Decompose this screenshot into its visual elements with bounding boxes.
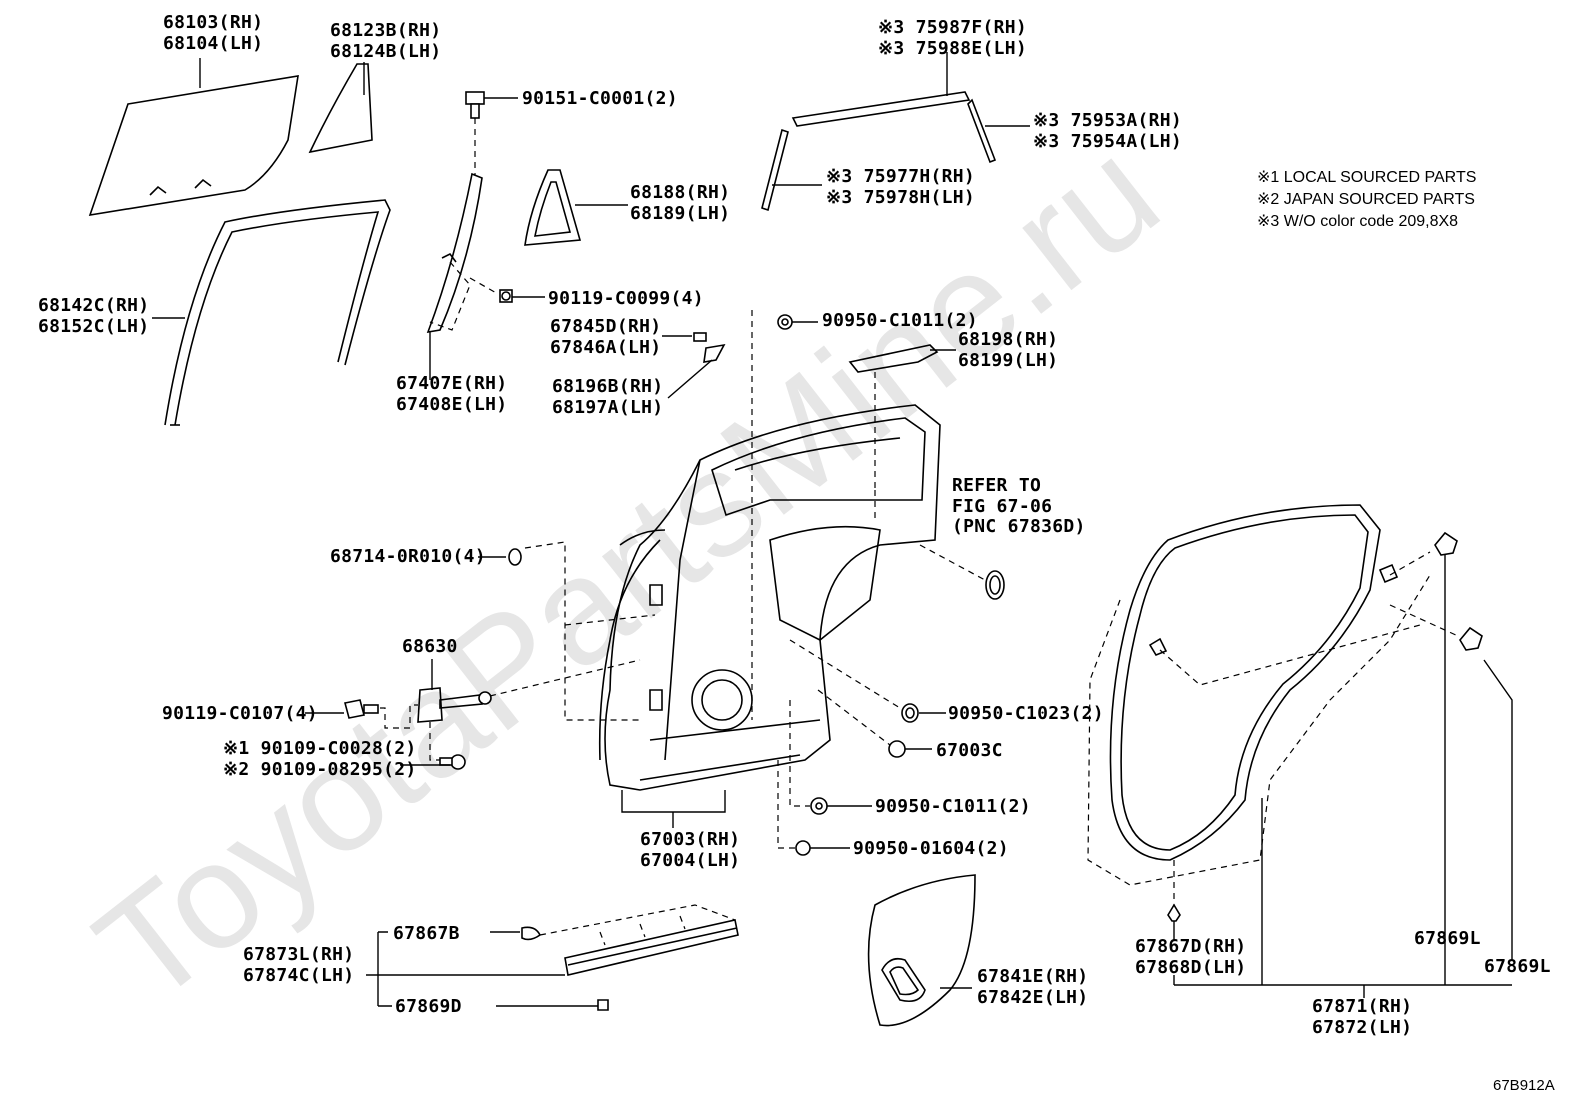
label-68198-lh: 68199(LH): [958, 350, 1058, 371]
label-67867d-lh: 67868D(LH): [1135, 957, 1246, 978]
bolt-90109-drawing: [439, 754, 466, 770]
label-68630: 68630: [402, 636, 458, 657]
label-75977-lh: ※3 75978H(LH): [826, 187, 975, 208]
label-67867b: 67867B: [393, 923, 460, 944]
label-67845-rh: 67845D(RH): [550, 316, 661, 337]
label-90109-local: ※1 90109-C0028(2): [223, 738, 417, 759]
plug-90950-01604-drawing: [795, 840, 811, 856]
grommet-upper-drawing: [777, 314, 793, 330]
label-75953-lh: ※3 75954A(LH): [1033, 131, 1182, 152]
label-67003c: 67003C: [936, 740, 1003, 761]
label-67407-lh: 67408E(LH): [396, 394, 507, 415]
label-68196-rh: 68196B(RH): [552, 376, 663, 397]
label-68142-lh: 68152C(LH): [38, 316, 149, 337]
label-90950-01604: 90950-01604(2): [853, 838, 1009, 859]
label-75987-rh: ※3 75987F(RH): [878, 17, 1027, 38]
label-75977-rh: ※3 75977H(RH): [826, 166, 975, 187]
label-90119-c0099: 90119-C0099(4): [548, 288, 704, 309]
label-67869l-a: 67869L: [1414, 928, 1481, 949]
label-67845-lh: 67846A(LH): [550, 337, 661, 358]
division-bar-drawing: [426, 172, 483, 334]
label-90119-c0107: 90119-C0107(4): [162, 703, 318, 724]
label-67841-rh: 67841E(RH): [977, 966, 1088, 987]
quarter-glass-seal-drawing: [524, 169, 582, 246]
label-67873-rh: 67873L(RH): [243, 944, 354, 965]
label-90151: 90151-C0001(2): [522, 88, 678, 109]
label-68103-lh: 68104(LH): [163, 33, 263, 54]
label-90950-c1023: 90950-C1023(2): [948, 703, 1104, 724]
weatherstrip-drawing: [1109, 504, 1399, 861]
clip-right-drawing: [1459, 626, 1483, 651]
refer-line-1: REFER TO: [952, 475, 1041, 496]
service-hole-cover-drawing: [867, 874, 976, 1027]
rocker-moulding-drawing: [521, 919, 739, 1011]
bolt-90119-c0107-drawing: [344, 699, 379, 719]
label-67869l-b: 67869L: [1484, 956, 1551, 977]
refer-line-3: (PNC 67836D): [952, 516, 1086, 537]
refer-line-2: FIG 67-06: [952, 496, 1052, 517]
label-75987-lh: ※3 75988E(LH): [878, 38, 1027, 59]
bolt-90151-drawing: [465, 91, 485, 119]
label-68188-rh: 68188(RH): [630, 182, 730, 203]
label-90950-c1011-upper: 90950-C1011(2): [822, 310, 978, 331]
plug-90950-c1023-drawing: [901, 703, 919, 723]
nut-68714-drawing: [508, 548, 522, 566]
door-check-drawing: [417, 687, 492, 723]
label-68123-lh: 68124B(LH): [330, 41, 441, 62]
clip-bottom-drawing: [1167, 903, 1181, 922]
note-local-sourced: ※1 LOCAL SOURCED PARTS: [1257, 169, 1476, 186]
label-67841-lh: 67842E(LH): [977, 987, 1088, 1008]
plug-67003c-drawing: [888, 740, 906, 758]
label-67003-lh: 67004(LH): [640, 850, 740, 871]
note-color-code: ※3 W/O color code 209,8X8: [1257, 213, 1458, 230]
label-75953-rh: ※3 75953A(RH): [1033, 110, 1182, 131]
run-channel-drawing: [164, 199, 391, 426]
label-90950-c1011-lower: 90950-C1011(2): [875, 796, 1031, 817]
bolt-90119-c0099-drawing: [499, 289, 513, 303]
label-67871-rh: 67871(RH): [1312, 996, 1412, 1017]
label-67407-rh: 67407E(RH): [396, 373, 507, 394]
label-68198-rh: 68198(RH): [958, 329, 1058, 350]
label-68196-lh: 68197A(LH): [552, 397, 663, 418]
bracket-68198-drawing: [848, 344, 939, 373]
door-glass-drawing: [88, 75, 299, 217]
watermark: ToyotaPartsMine.ru: [66, 107, 1188, 1035]
bracket-67845-drawing: [693, 332, 726, 363]
door-panel-drawing: [598, 404, 941, 791]
label-68103-rh: 68103(RH): [163, 12, 263, 33]
label-68188-lh: 68189(LH): [630, 203, 730, 224]
label-67003-rh: 67003(RH): [640, 829, 740, 850]
label-68123-rh: 68123B(RH): [330, 20, 441, 41]
figure-code: 67B912A: [1493, 1077, 1555, 1094]
grommet-lower-drawing: [810, 797, 828, 815]
hole-plug-drawing: [985, 570, 1005, 600]
label-67867d-rh: 67867D(RH): [1135, 936, 1246, 957]
label-68142-rh: 68142C(RH): [38, 295, 149, 316]
note-japan-sourced: ※2 JAPAN SOURCED PARTS: [1257, 191, 1475, 208]
label-67871-lh: 67872(LH): [1312, 1017, 1412, 1038]
belt-moulding-drawing: [761, 91, 997, 212]
clip-upper-right-drawing: [1434, 531, 1458, 556]
label-67873-lh: 67874C(LH): [243, 965, 354, 986]
label-67869d: 67869D: [395, 996, 462, 1017]
label-68714: 68714-0R010(4): [330, 546, 486, 567]
quarter-glass-drawing: [308, 63, 373, 154]
label-90109-japan: ※2 90109-08295(2): [223, 759, 417, 780]
